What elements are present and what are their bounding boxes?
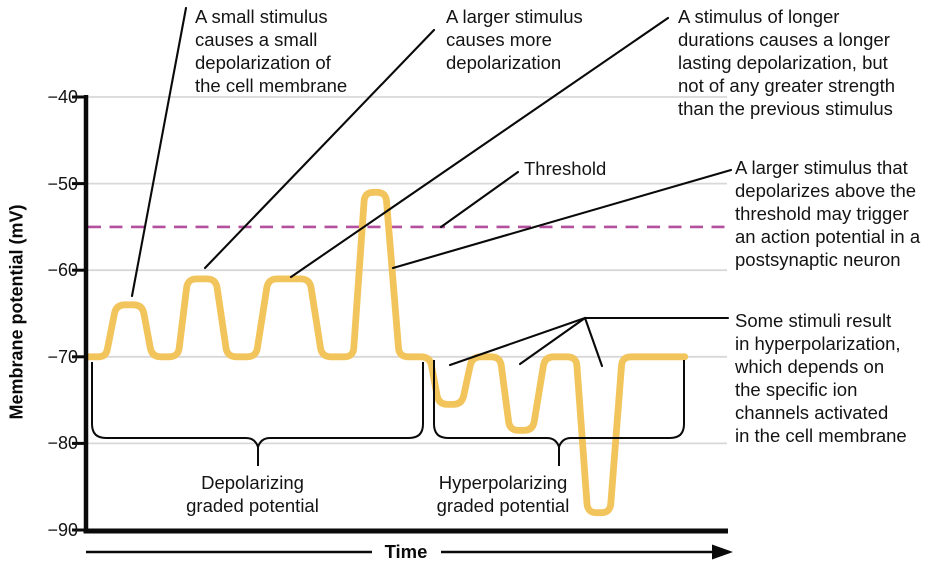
membrane-potential-trace xyxy=(84,188,689,517)
leader-larger-stimulus xyxy=(203,28,436,270)
annotation-above-threshold: A larger stimulus that depolarizes above… xyxy=(735,157,921,270)
depolarizing-brace xyxy=(91,362,424,466)
leader-above-threshold xyxy=(391,168,733,270)
leader-small-stimulus xyxy=(130,6,188,298)
y-axis-title: Membrane potential (mV) xyxy=(6,204,27,420)
leader-hyperpolarization-fan-2 xyxy=(518,316,587,366)
hyperpolarizing-brace xyxy=(433,360,685,466)
leader-threshold xyxy=(439,170,520,229)
y-tick-label-40: −40 xyxy=(47,87,78,107)
y-tick-label-80: −80 xyxy=(47,433,78,453)
leader-hyperpolarization-fan-1 xyxy=(448,316,587,367)
y-tick-label-60: −60 xyxy=(47,260,78,280)
annotation-hyperpolarization: Some stimuli result in hyperpolarization… xyxy=(735,310,907,446)
leader-lines xyxy=(130,6,733,368)
annotation-larger-stimulus: A larger stimulus causes more depolariza… xyxy=(446,6,583,73)
x-axis-title: Time xyxy=(384,541,428,562)
annotation-small-stimulus: A small stimulus causes a small depolari… xyxy=(195,6,348,96)
region-label-hyperpolarizing: Hyperpolarizing graded potential xyxy=(436,472,570,516)
leader-longer-duration xyxy=(289,16,670,279)
time-arrowhead-icon xyxy=(712,544,733,560)
y-tick-label-90: −90 xyxy=(47,520,78,540)
threshold-label: Threshold xyxy=(524,158,607,179)
time-arrow xyxy=(86,544,733,560)
annotation-longer-duration: A stimulus of longer durations causes a … xyxy=(678,6,895,119)
y-tick-label-50: −50 xyxy=(47,174,78,194)
leader-hyperpolarization-fan-3 xyxy=(583,316,604,368)
region-label-depolarizing: Depolarizing graded potential xyxy=(186,472,319,516)
y-tick-label-70: −70 xyxy=(47,347,78,367)
